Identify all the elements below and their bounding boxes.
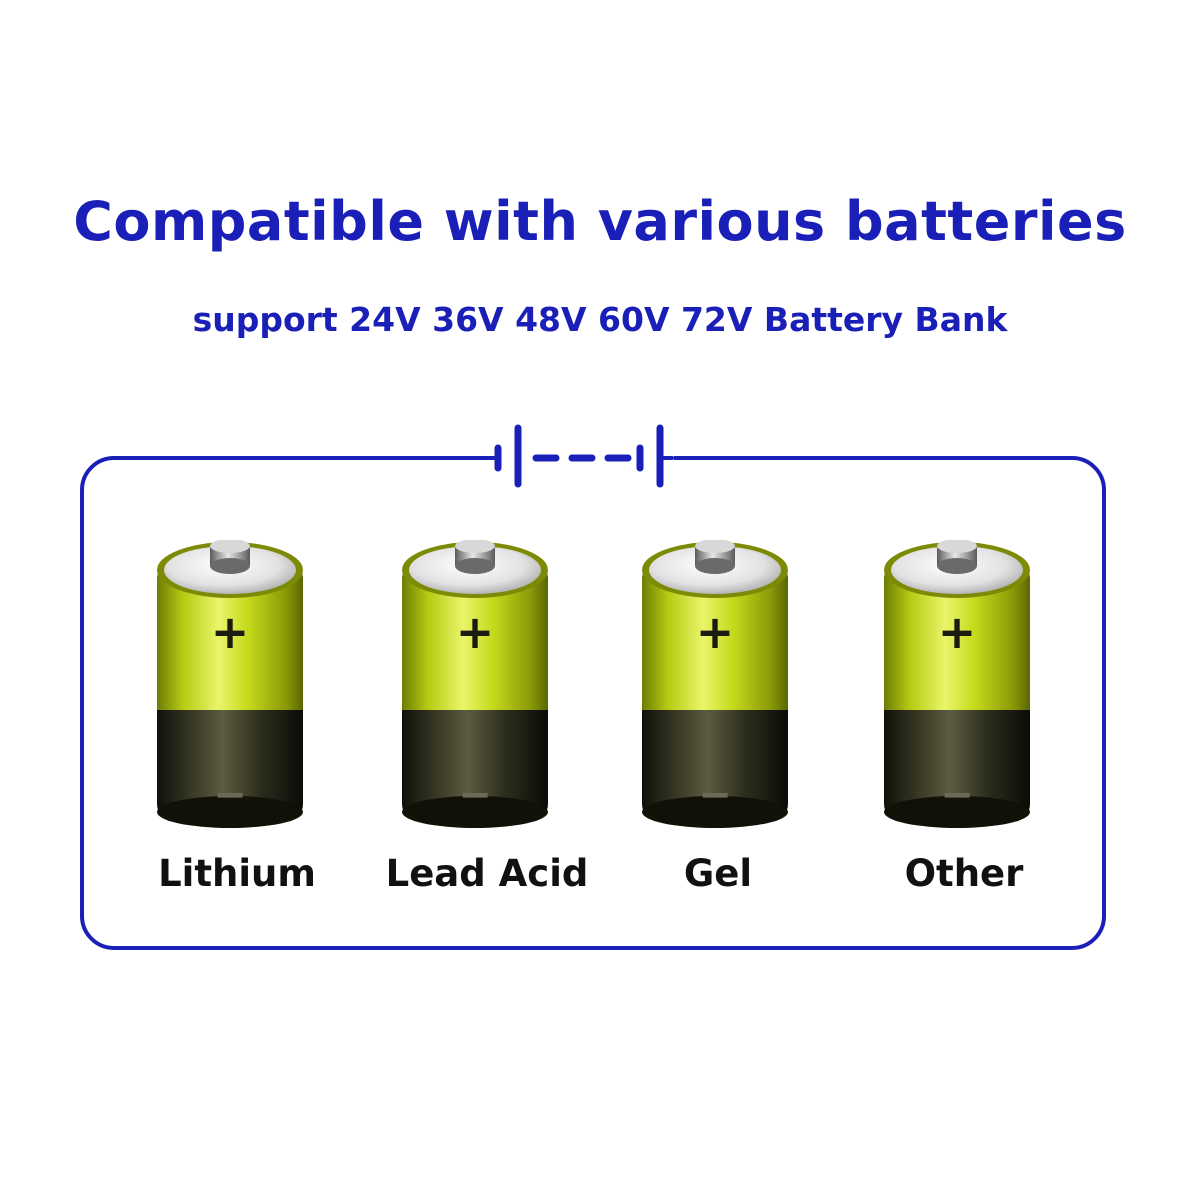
- battery-series-symbol-icon: [486, 424, 674, 488]
- battery-label: Gel: [683, 852, 753, 895]
- battery-gel: +−: [640, 539, 790, 830]
- plus-sign: +: [211, 605, 250, 659]
- battery-lead-acid: +−: [400, 539, 550, 830]
- battery-label: Other: [904, 852, 1024, 895]
- battery-icon: +−: [884, 539, 1030, 828]
- minus-sign: −: [213, 772, 247, 818]
- battery-label: Lead Acid: [385, 852, 589, 895]
- minus-sign: −: [940, 772, 974, 818]
- battery-icon: +−: [642, 539, 788, 828]
- minus-sign: −: [698, 772, 732, 818]
- page-subtitle: support 24V 36V 48V 60V 72V Battery Bank: [192, 300, 1008, 339]
- page-title: Compatible with various batteries: [73, 190, 1127, 253]
- plus-sign: +: [456, 605, 495, 659]
- battery-icon: +−: [402, 539, 548, 828]
- battery-label: Lithium: [158, 852, 316, 895]
- minus-sign: −: [458, 772, 492, 818]
- plus-sign: +: [938, 605, 977, 659]
- battery-icon: +−: [157, 539, 303, 828]
- battery-lithium: +−: [155, 539, 305, 830]
- battery-other: +−: [882, 539, 1032, 830]
- plus-sign: +: [696, 605, 735, 659]
